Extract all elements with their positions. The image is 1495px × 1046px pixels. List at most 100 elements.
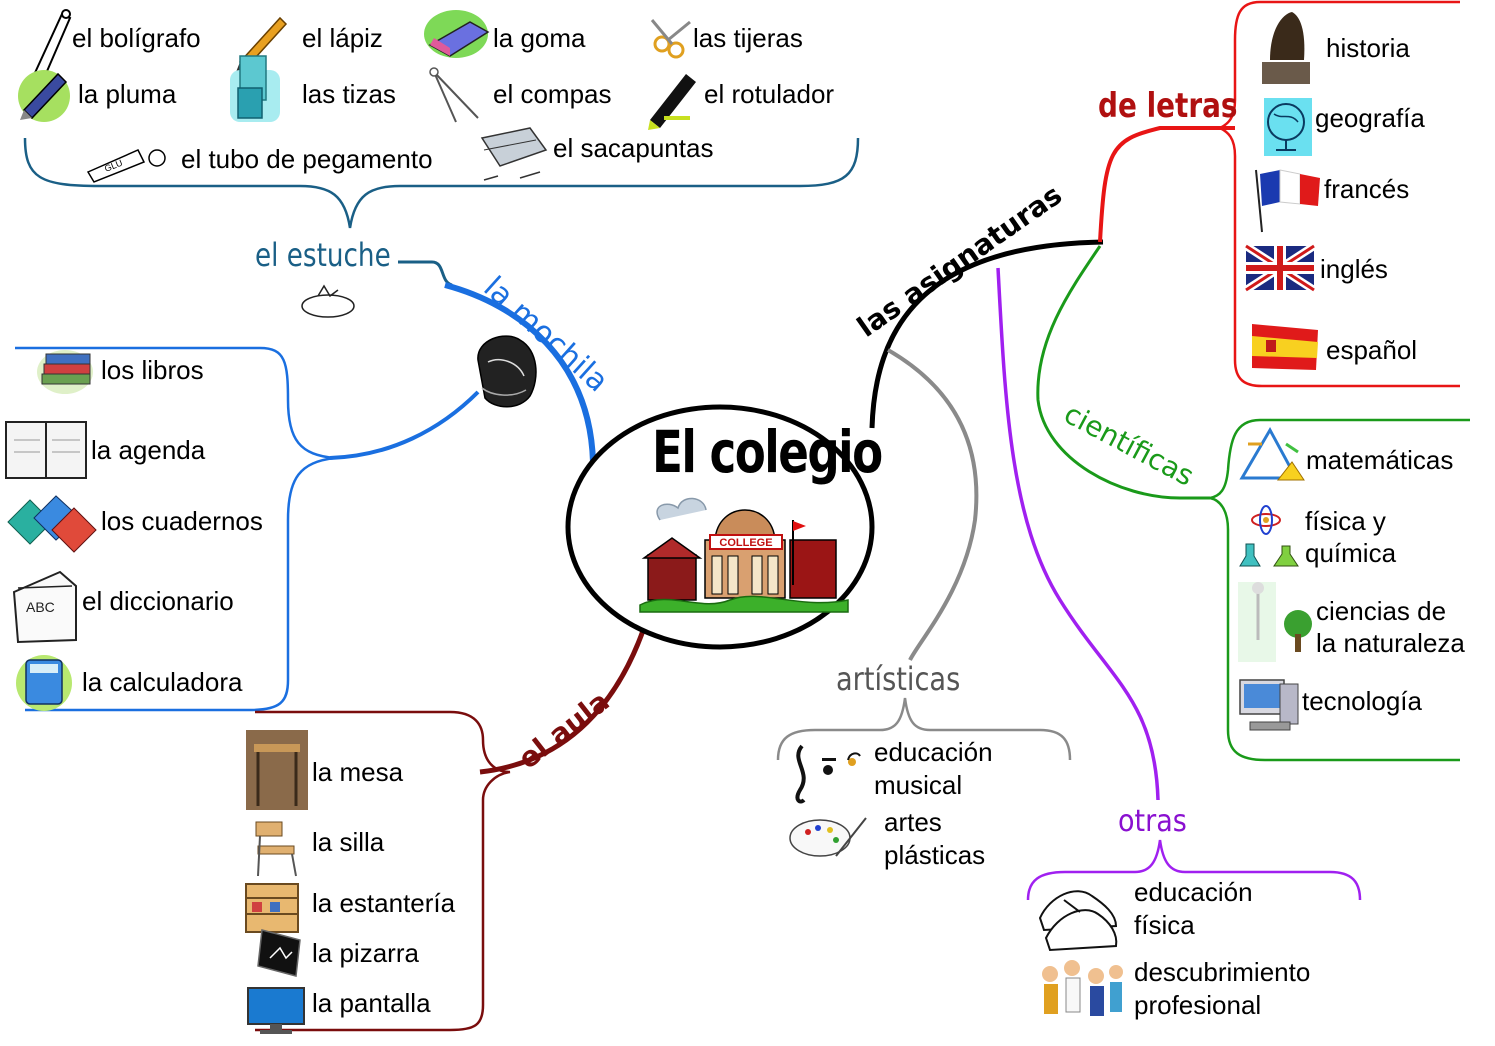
aula-connector [479, 621, 649, 775]
estuche-item-rotulador: el rotulador [704, 79, 835, 109]
pencil-case-icon [301, 284, 355, 318]
statue-icon [1262, 12, 1310, 84]
otras-item-profesional: profesional [1134, 990, 1262, 1020]
branch-estuche: el estuche [255, 236, 391, 274]
desk-icon [246, 730, 308, 810]
cientificas-item-matematicas: matemáticas [1306, 445, 1454, 475]
chemistry-icon [1239, 505, 1299, 567]
dictionary-label: ABC [26, 599, 55, 615]
branch-aula: el aula [512, 684, 616, 775]
chalk-icon [230, 55, 280, 122]
marker-icon [648, 74, 696, 130]
aula-item-silla: la silla [312, 827, 385, 857]
artisticas-connector [886, 348, 979, 661]
estuche-item-boligrafo: el bolígrafo [72, 23, 201, 53]
aula-item-pantalla: la pantalla [312, 988, 431, 1018]
computer-icon [1239, 679, 1299, 731]
estuche-brace [23, 137, 860, 229]
estuche-item-pluma: la pluma [78, 79, 177, 109]
mochila-item-diccionario: el diccionario [82, 586, 234, 616]
fountain-pen-icon [18, 70, 70, 122]
uk-flag-icon [1243, 242, 1317, 294]
mochila-item-calculadora: la calculadora [82, 667, 243, 697]
letras-bracket [1217, 0, 1460, 388]
eraser-icon [424, 10, 490, 58]
letras-item-ingles: inglés [1320, 254, 1388, 284]
compass-icon [429, 67, 479, 123]
estuche-item-compas: el compas [493, 79, 612, 109]
artisticas-item-artes: artes [884, 807, 942, 837]
artisticas-brace [776, 697, 1072, 761]
screen-icon [247, 987, 305, 1034]
branch-cientificas: científicas [1059, 397, 1200, 493]
sharpener-icon [480, 127, 548, 181]
aula-item-estanteria: la estantería [312, 888, 456, 918]
letras-item-espanol: español [1326, 335, 1418, 365]
estuche-item-goma: la goma [493, 23, 586, 53]
dictionary-icon [12, 570, 77, 644]
letras-item-historia: historia [1326, 33, 1410, 63]
nature-icon [1238, 582, 1312, 662]
chair-icon [255, 821, 297, 877]
mochila-connector [444, 282, 596, 463]
mochila-subconnector [329, 390, 480, 460]
blackboard-icon [257, 929, 301, 977]
artisticas-item-educacion: educación [874, 737, 993, 767]
sneakers-icon [1038, 890, 1118, 952]
artisticas-item-plasticas: plásticas [884, 840, 986, 870]
globe-icon [1264, 98, 1312, 156]
otras-item-descubrimiento: descubrimiento [1134, 957, 1311, 987]
notebooks-icon [7, 495, 97, 553]
estuche-item-tizas: las tizas [302, 79, 396, 109]
artisticas-item-musical: musical [874, 770, 963, 800]
aula-item-pizarra: la pizarra [312, 938, 419, 968]
estuche-connector [398, 260, 453, 287]
cientificas-item-fisica: física y [1305, 506, 1386, 536]
estuche-item-lapiz: el lápiz [302, 23, 383, 53]
asignaturas-connector [869, 239, 1104, 429]
cientificas-item-ciencias: ciencias de [1316, 596, 1447, 626]
cientificas-item-quimica: química [1305, 538, 1397, 568]
books-icon [37, 350, 93, 394]
otras-item-fisica: física [1134, 910, 1195, 940]
spain-flag-icon [1252, 324, 1318, 370]
estuche-item-tijeras: las tijeras [693, 23, 803, 53]
cientificas-item-tecnologia: tecnología [1302, 686, 1422, 716]
shelf-icon [245, 883, 299, 933]
branch-otras: otras [1118, 804, 1187, 839]
branch-asignaturas: las asignaturas [851, 178, 1068, 344]
music-icon [795, 744, 861, 804]
mochila-item-libros: los libros [101, 355, 204, 385]
calculator-icon [16, 655, 72, 711]
estuche-item-pegamento: el tubo de pegamento [181, 144, 433, 174]
cientificas-item-naturaleza: la naturaleza [1316, 628, 1465, 658]
scissors-icon [650, 19, 691, 59]
france-flag-icon [1255, 169, 1320, 233]
college-sign-text: COLLEGE [719, 537, 772, 549]
branch-letras: de letras [1098, 86, 1238, 126]
math-icon [1239, 426, 1305, 481]
page-title: El colegio [652, 418, 883, 486]
otras-item-educacion: educación [1134, 877, 1253, 907]
letras-item-geografia: geografía [1315, 103, 1425, 133]
cientificas-connector [1036, 245, 1210, 500]
estuche-item-sacapuntas: el sacapuntas [553, 133, 714, 163]
professions-icon [1042, 960, 1123, 1016]
mochila-item-cuadernos: los cuadernos [101, 506, 263, 536]
cientificas-bracket [1209, 418, 1470, 762]
mochila-bracket [15, 346, 336, 712]
otras-connector [996, 267, 1160, 801]
otras-brace [1026, 839, 1362, 901]
mochila-item-agenda: la agenda [91, 435, 206, 465]
aula-bracket [255, 710, 511, 1032]
aula-item-mesa: la mesa [312, 757, 404, 787]
backpack-icon [477, 335, 537, 408]
glue-tube-icon [86, 149, 166, 183]
branch-artisticas: artísticas [836, 660, 961, 698]
letras-connector [1098, 126, 1235, 243]
letras-item-frances: francés [1324, 174, 1410, 204]
palette-icon [789, 817, 867, 857]
college-building-icon [639, 497, 849, 613]
planner-icon [5, 421, 87, 479]
